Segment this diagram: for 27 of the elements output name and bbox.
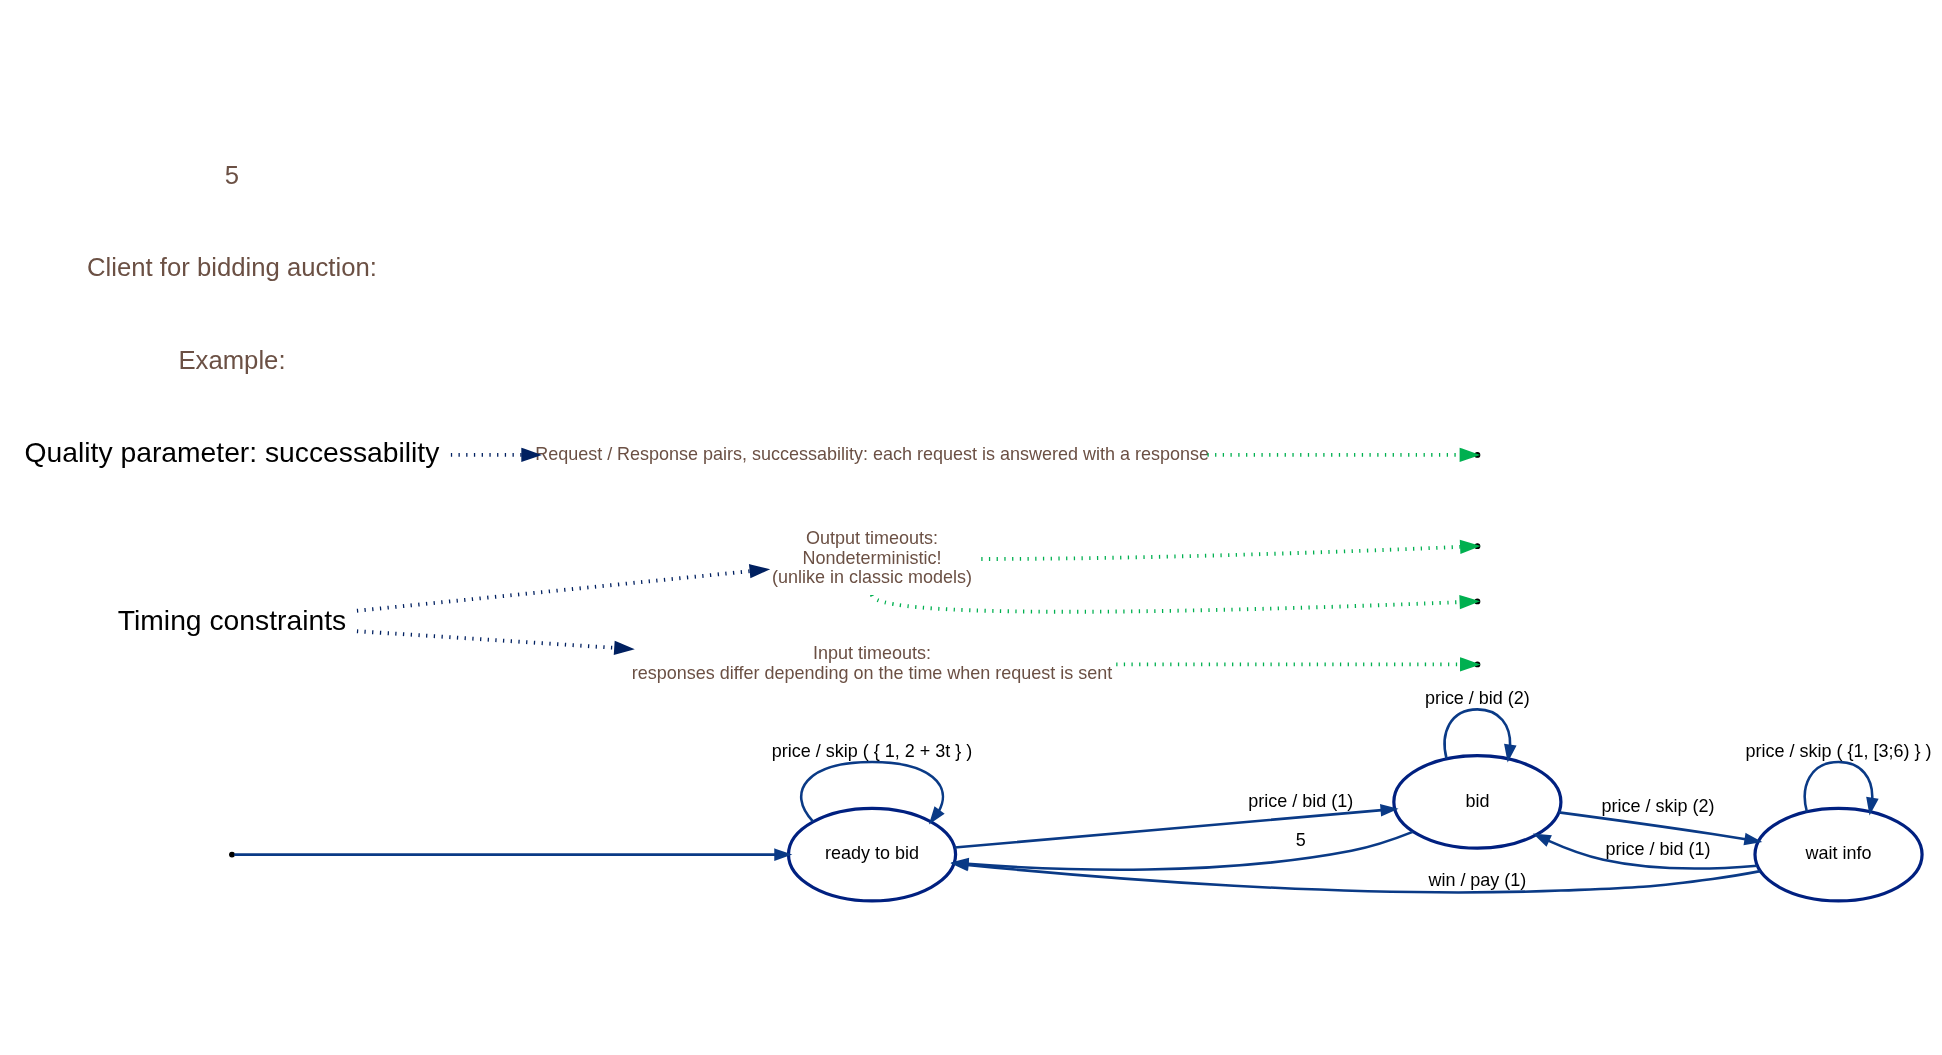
edge-label: price / skip ( { 1, 2 + 3t } ) xyxy=(771,741,973,762)
edge-label: price / skip ( {1, [3;6) } ) xyxy=(1745,741,1932,762)
node-text: Timing constraints xyxy=(117,604,347,637)
node-text: Quality parameter: successability xyxy=(24,436,440,469)
node-ellipse: wait info xyxy=(1753,806,1924,903)
node-text: Request / Response pairs, successability: each request is answered with a response xyxy=(535,443,1209,464)
arrow xyxy=(356,629,635,656)
arrow xyxy=(800,760,945,825)
edge-label: price / bid (1) xyxy=(1605,838,1711,859)
arrow xyxy=(450,447,542,463)
node-text: Output timeouts: Nondeterministic! (unlike in classic models) xyxy=(772,528,972,588)
edge-label: price / bid (2) xyxy=(1424,688,1530,709)
arrow xyxy=(356,564,771,613)
label: Client for bidding auction: xyxy=(87,253,377,282)
edge-label: win / pay (1) xyxy=(1428,869,1527,890)
edge-label: price / skip (2) xyxy=(1601,796,1715,817)
arrow xyxy=(1532,833,1758,870)
arrow xyxy=(954,803,1399,849)
edge-label: 5 xyxy=(1295,829,1306,850)
arrow xyxy=(234,848,793,861)
arrow xyxy=(1443,708,1517,763)
label: Example: xyxy=(178,345,286,374)
node-text: Input timeouts: responses differ depending on the time when request is sent xyxy=(631,643,1113,683)
arrow xyxy=(1558,811,1763,846)
edge-label: price / bid (1) xyxy=(1248,791,1354,812)
label: 5 xyxy=(224,160,240,189)
arrow xyxy=(1803,760,1879,816)
